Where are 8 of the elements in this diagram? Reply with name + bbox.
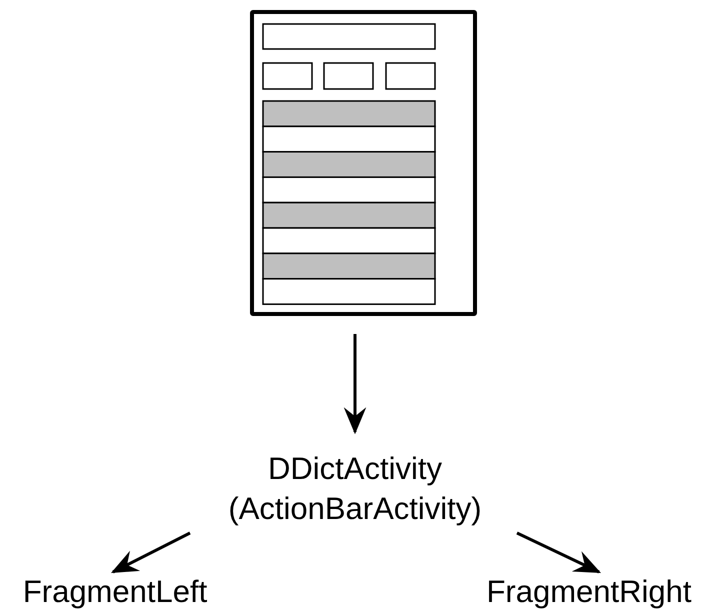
class-name: DDictActivity <box>268 450 442 488</box>
arrow <box>111 532 191 574</box>
arrow <box>344 334 366 434</box>
class-name: FragmentRight <box>486 573 692 611</box>
arrow <box>516 532 602 574</box>
phone-wireframe-drawing <box>250 10 477 316</box>
parent-class-name: (ActionBarActivity) <box>228 490 482 528</box>
class-name: FragmentLeft <box>22 573 208 611</box>
